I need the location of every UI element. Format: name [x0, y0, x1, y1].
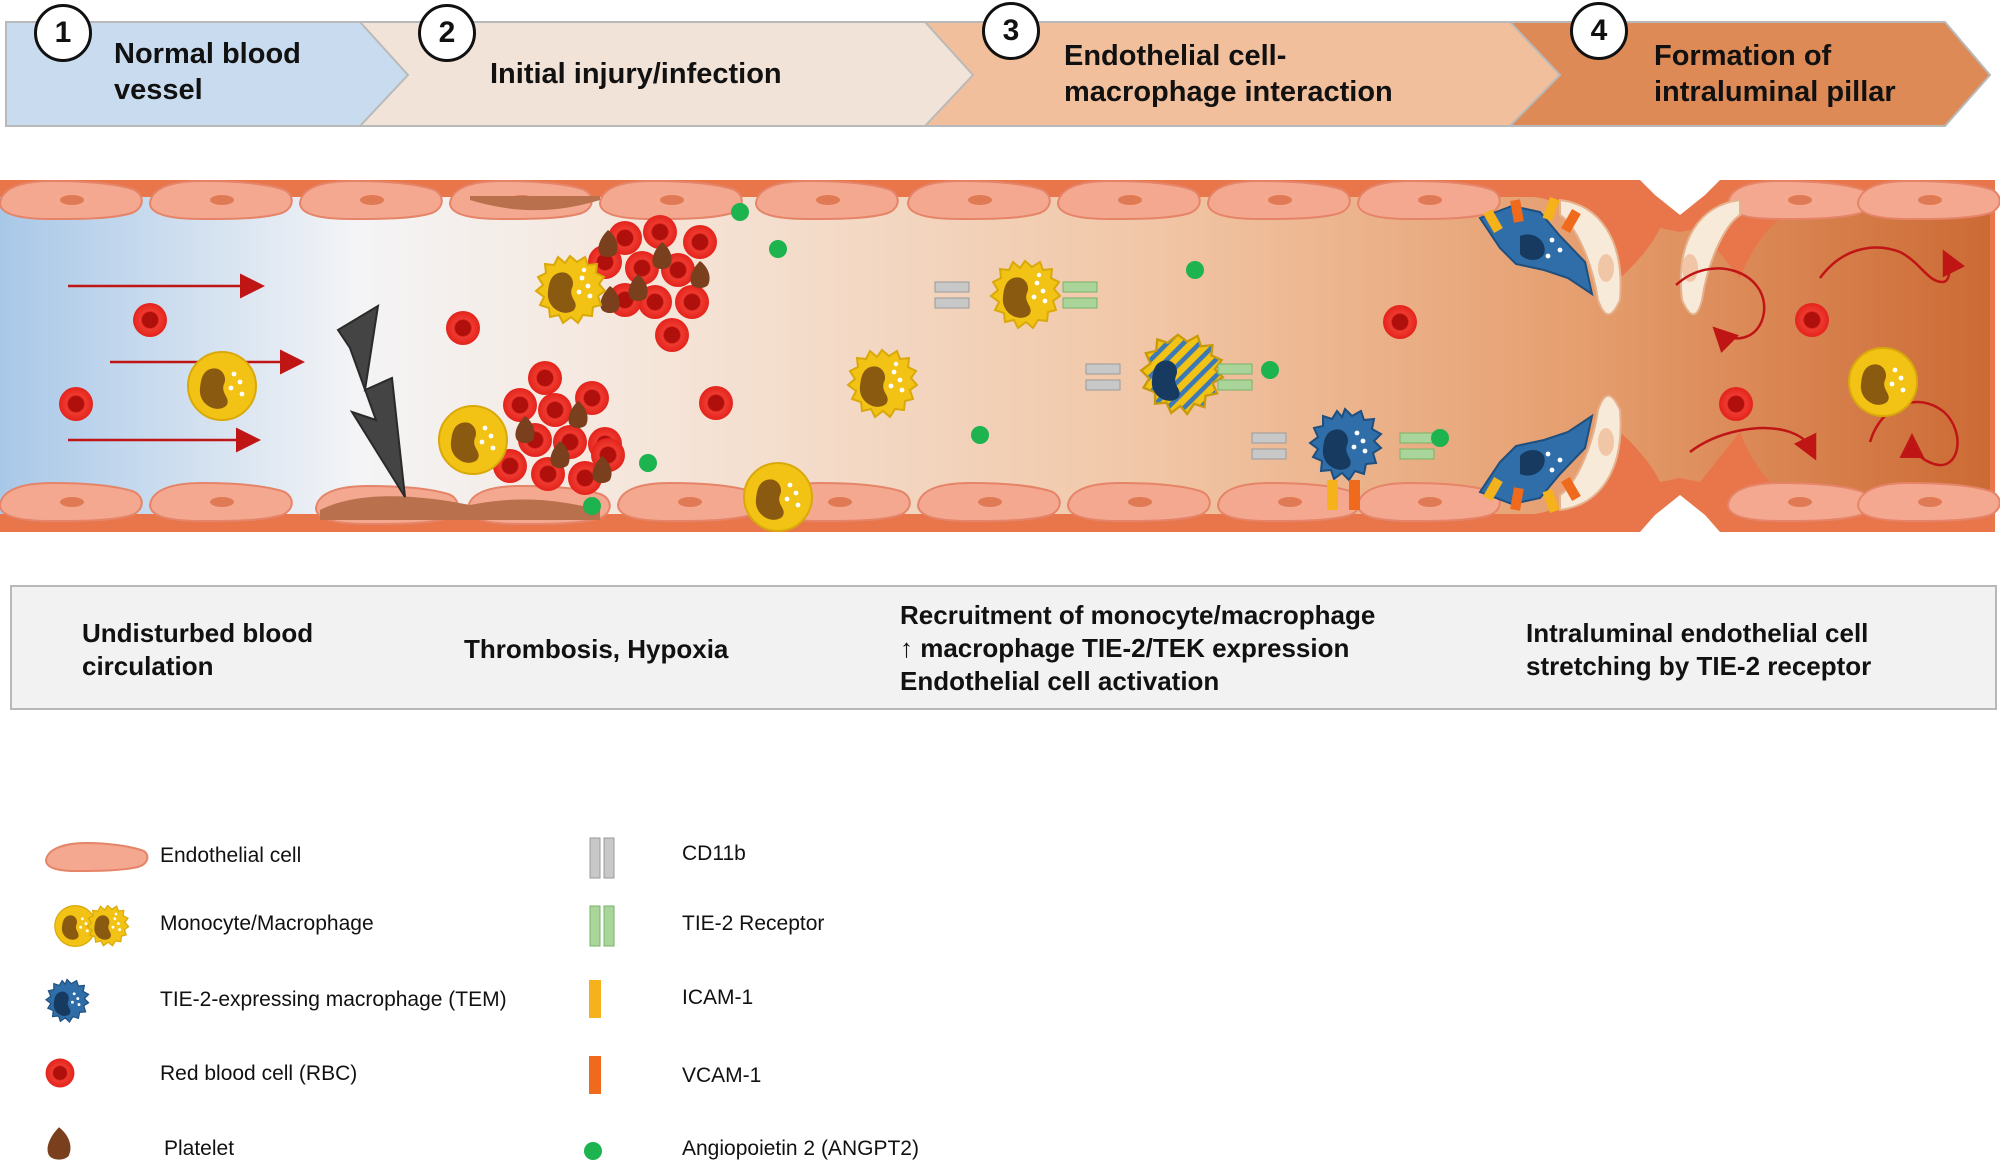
step-title-text: Endothelial cell-macrophage interaction: [1064, 40, 1393, 108]
step-title-text: Normal blood vessel: [114, 38, 301, 106]
description-line: Endothelial cell activation: [900, 666, 1220, 696]
rbc: [699, 386, 733, 420]
pillar-endothelial-cells: [1559, 198, 1741, 512]
description-line: circulation: [82, 651, 214, 681]
icam1-icon: [589, 980, 601, 1018]
rbc: [1383, 305, 1417, 339]
legend-label-tem: TIE-2-expressing macrophage (TEM): [160, 988, 507, 1011]
legend-label-tie2-receptor: TIE-2 Receptor: [682, 912, 825, 935]
step-title-4: Formation of intraluminal pillar: [1654, 38, 1934, 110]
step-4-description: Intraluminal endothelial cell stretching…: [1526, 617, 1871, 683]
monocyte: [438, 405, 508, 475]
damaged-endothelium: [320, 496, 600, 520]
vcam1: [1349, 480, 1360, 510]
vcam1-icon: [589, 1056, 601, 1094]
legend-label-platelet: Platelet: [164, 1137, 235, 1160]
legend-label-endothelial-cell: Endothelial cell: [160, 844, 302, 867]
injury-lightning-icon: [336, 304, 406, 498]
step-title-1: Normal blood vessel: [114, 36, 334, 108]
legend-label-angpt2: Angiopoietin 2 (ANGPT2): [682, 1137, 919, 1160]
step-3-description: Recruitment of monocyte/macrophage ↑ mac…: [900, 599, 1375, 698]
tem-pillar-bottom: [1478, 413, 1594, 514]
monocyte-macrophage-icon: [54, 904, 130, 948]
endothelial-cell-icon: [44, 841, 149, 873]
description-line: Thrombosis, Hypoxia: [464, 634, 729, 664]
step-number-4: 4: [1570, 2, 1628, 60]
step-title-text: Initial injury/infection: [490, 58, 782, 90]
legend-label-icam1: ICAM-1: [682, 986, 754, 1009]
angpt2-icon: [584, 1142, 602, 1160]
step-number-3: 3: [982, 2, 1040, 60]
description-line: Intraluminal endothelial cell: [1526, 618, 1869, 648]
description-line: Undisturbed blood: [82, 618, 314, 648]
monocyte: [1848, 347, 1918, 417]
step-2-description: Thrombosis, Hypoxia: [464, 633, 728, 666]
monocyte: [743, 462, 813, 532]
rbc: [1719, 387, 1753, 421]
legend-label-monocyte-macrophage: Monocyte/Macrophage: [160, 912, 374, 935]
description-panel: Undisturbed blood circulation Thrombosis…: [10, 585, 1997, 710]
stage-banner: [5, 21, 1992, 127]
activating-macrophage: [1139, 333, 1225, 417]
step-1-description: Undisturbed blood circulation: [82, 617, 313, 683]
rbc-icon: [45, 1058, 75, 1088]
icam1: [1327, 480, 1338, 510]
description-line: Recruitment of monocyte/macrophage: [900, 600, 1376, 630]
monocyte: [187, 351, 257, 421]
rbc: [133, 303, 167, 337]
legend-label-cd11b: CD11b: [682, 842, 746, 865]
rbc: [1795, 303, 1829, 337]
rbc: [446, 311, 480, 345]
step-title-2: Initial injury/infection: [490, 56, 782, 92]
description-line: ↑ macrophage TIE-2/TEK expression: [900, 633, 1350, 663]
angpt2-molecules: [583, 203, 1449, 515]
rbc: [59, 387, 93, 421]
legend-label-vcam1: VCAM-1: [682, 1064, 762, 1087]
tem-icon: [45, 978, 90, 1023]
step-title-text: Formation of intraluminal pillar: [1654, 40, 1896, 108]
step-number-1: 1: [34, 4, 92, 62]
legend-label-rbc: Red blood cell (RBC): [160, 1062, 358, 1085]
tem-pillar-top: [1478, 196, 1594, 297]
platelet-icon: [47, 1127, 71, 1160]
stage-1-chevron: [5, 21, 410, 127]
step-title-3: Endothelial cell-macrophage interaction: [1064, 38, 1444, 110]
description-line: stretching by TIE-2 receptor: [1526, 651, 1872, 681]
tie2-receptor-icon: [589, 905, 615, 947]
damaged-endothelium-top: [470, 196, 600, 211]
step-number-2: 2: [418, 4, 476, 62]
cd11b-icon: [589, 837, 615, 879]
blood-vessel: [0, 180, 2000, 532]
legend-icons: [44, 837, 615, 1160]
